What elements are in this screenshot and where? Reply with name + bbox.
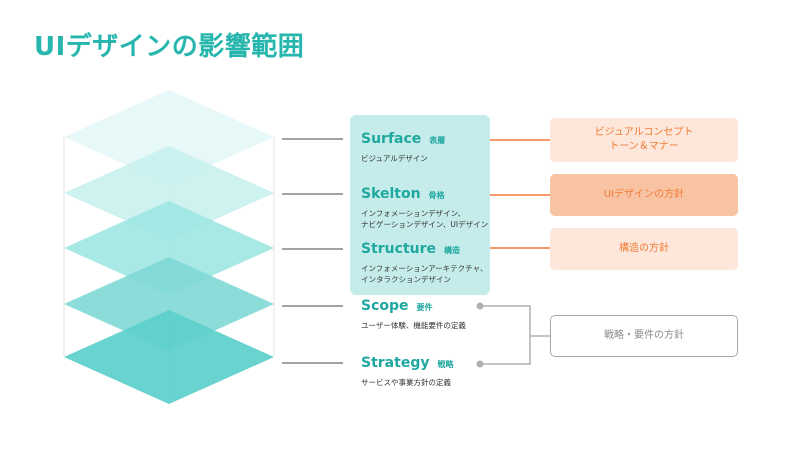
layer-sub: 構造	[444, 246, 461, 255]
dot-scope	[476, 302, 484, 310]
layer-desc: インフォメーションアーキテクチャ、 インタラクションデザイン	[361, 263, 487, 285]
policy-box-strategy-scope: 戦略・要件の方針	[550, 315, 738, 357]
policy-box-line: ビジュアルコンセプト	[594, 127, 694, 138]
layer-desc-line: ビジュアルデザイン	[361, 154, 428, 163]
plane-structure	[64, 201, 274, 295]
layer-desc: インフォメーションデザイン、 ナビゲーションデザイン、UIデザイン	[361, 208, 488, 230]
layer-name: Skelton	[361, 186, 421, 202]
layer-strategy: Strategy 戦略 サービスや事業方針の定義	[361, 352, 453, 388]
policy-box-ui-design: UIデザインの方針	[550, 174, 738, 216]
layer-name: Scope	[361, 298, 409, 314]
layer-sub: 要件	[416, 303, 433, 312]
layer-skelton: Skelton 骨格 インフォメーションデザイン、 ナビゲーションデザイン、UIデ…	[361, 183, 488, 230]
policy-box-line: UIデザインの方針	[603, 189, 685, 200]
layer-desc-line: インフォメーションアーキテクチャ、	[361, 264, 488, 273]
orange-links	[480, 139, 550, 249]
layer-desc-line: ユーザー体験、機能要件の定義	[361, 321, 466, 330]
layer-structure: Structure 構造 インフォメーションアーキテクチャ、 インタラクションデザ…	[361, 238, 487, 285]
layer-sub: 戦略	[437, 360, 454, 369]
layer-name: Surface	[361, 131, 422, 147]
dot-strategy	[476, 360, 484, 368]
policy-box-structure: 構造の方針	[550, 228, 738, 270]
layer-highlight-panel	[350, 115, 490, 295]
layer-name: Structure	[361, 241, 437, 257]
policy-box-line: 戦略・要件の方針	[604, 330, 684, 341]
layer-desc: サービスや事業方針の定義	[361, 377, 453, 388]
gray-bracket	[480, 305, 550, 365]
layer-desc-line: ナビゲーションデザイン、UIデザイン	[361, 220, 489, 229]
bracket-lines	[480, 305, 531, 365]
layer-desc-line: インタラクションデザイン	[361, 275, 451, 284]
layer-sub: 骨格	[428, 191, 445, 200]
layer-sub: 表層	[429, 136, 446, 145]
layer-connectors	[282, 138, 343, 364]
policy-box-line: 構造の方針	[619, 243, 669, 254]
layer-desc-line: サービスや事業方針の定義	[361, 378, 451, 387]
layer-desc: ユーザー体験、機能要件の定義	[361, 320, 466, 331]
layer-surface: Surface 表層 ビジュアルデザイン	[361, 128, 445, 164]
policy-box-line: トーン＆マナー	[609, 141, 679, 152]
plane-scope	[64, 257, 274, 351]
layer-desc: ビジュアルデザイン	[361, 153, 445, 164]
policy-box-visual: ビジュアルコンセプト トーン＆マナー	[550, 118, 738, 162]
page-title: UIデザインの影響範囲	[34, 32, 305, 62]
plane-strategy	[64, 310, 274, 404]
plane-surface	[64, 90, 274, 184]
layer-name: Strategy	[361, 355, 430, 371]
layer-desc-line: インフォメーションデザイン、	[361, 209, 466, 218]
plane-skelton	[64, 146, 274, 240]
layer-scope: Scope 要件 ユーザー体験、機能要件の定義	[361, 295, 466, 331]
